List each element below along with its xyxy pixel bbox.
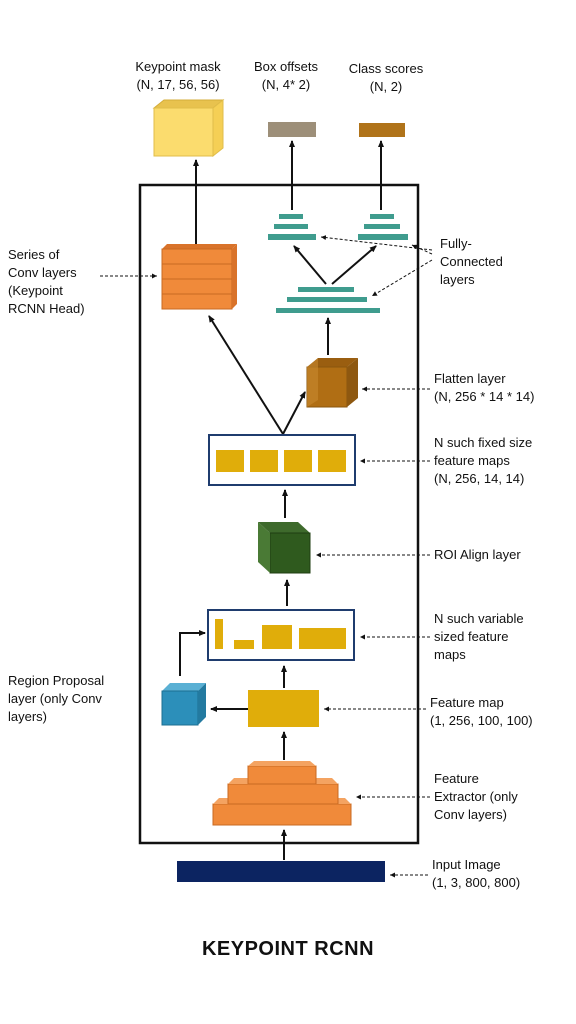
keypoint-mask-cube: [152, 98, 225, 158]
fixed-map-1: [216, 450, 244, 472]
variable-maps-line-2: sized feature: [434, 629, 509, 644]
fixed-maps-line-1: N such fixed size: [434, 435, 533, 450]
extractor-line-1: Feature: [434, 771, 479, 786]
keypoint-mask-title: Keypoint mask: [135, 59, 221, 74]
fixed-maps-label: N such fixed size feature maps (N, 256, …: [434, 434, 532, 488]
dash-fc-to-shared: [371, 259, 433, 297]
flatten-line-2: (N, 256 * 14 * 14): [434, 389, 535, 404]
arrow-fc-to-box-branch: [293, 245, 327, 285]
input-image-bar: [177, 861, 385, 882]
diagram-title: KEYPOINT RCNN: [201, 938, 375, 960]
fixed-map-2: [250, 450, 278, 472]
fc-line-3: layers: [440, 272, 475, 287]
fc-layers-class-branch: [358, 214, 408, 240]
box-offsets-output: [268, 122, 316, 137]
flatten-line-1: Flatten layer: [434, 371, 506, 386]
feature-extractor-pyramid: [212, 761, 352, 826]
input-image-line-2: (1, 3, 800, 800): [432, 875, 521, 890]
fixed-maps-line-3: (N, 256, 14, 14): [434, 471, 525, 486]
fc-line-1: Fully-: [440, 236, 472, 251]
region-proposal-label: Region Proposal layer (only Conv layers): [8, 672, 104, 726]
class-scores-shape: (N, 2): [369, 79, 403, 94]
rpn-line-2: layer (only Conv: [8, 691, 102, 706]
conv-head-line-2: Conv layers: [8, 265, 77, 280]
arrow-to-conv-head: [208, 315, 284, 435]
box-offsets-shape: (N, 4* 2): [261, 77, 311, 92]
fixed-maps-line-2: feature maps: [434, 453, 510, 468]
fixed-map-3: [284, 450, 312, 472]
feature-map-block: [248, 690, 319, 727]
rpn-line-3: layers): [8, 709, 48, 724]
variable-map-2: [234, 640, 254, 649]
variable-map-1: [215, 619, 223, 649]
fully-connected-label: Fully- Connected layers: [440, 235, 503, 289]
arrow-rpn-to-variable: [179, 630, 206, 676]
feature-map-line-1: Feature map: [430, 695, 504, 710]
input-image-label: Input Image (1, 3, 800, 800): [432, 856, 520, 892]
variable-maps-line-1: N such variable: [434, 611, 524, 626]
roi-align-cube: [258, 522, 311, 574]
variable-maps-label: N such variable sized feature maps: [434, 610, 524, 664]
class-scores-label: Class scores (N, 2): [334, 60, 438, 96]
rpn-line-1: Region Proposal: [8, 673, 105, 688]
input-image-line-1: Input Image: [432, 857, 501, 872]
roi-align-line-1: ROI Align layer: [434, 547, 521, 562]
variable-maps-line-3: maps: [434, 647, 466, 662]
variable-map-3: [262, 625, 292, 649]
keypoint-mask-shape: (N, 17, 56, 56): [136, 77, 220, 92]
conv-head-line-4: RCNN Head): [8, 301, 85, 316]
class-scores-output: [359, 123, 405, 137]
flatten-label: Flatten layer (N, 256 * 14 * 14): [434, 370, 534, 406]
keypoint-mask-label: Keypoint mask (N, 17, 56, 56): [108, 58, 248, 94]
conv-head-line-3: (Keypoint: [8, 283, 63, 298]
feature-map-label: Feature map (1, 256, 100, 100): [430, 694, 533, 730]
dash-fc-to-box: [320, 235, 433, 251]
roi-align-label: ROI Align layer: [434, 546, 521, 564]
flatten-cube: [306, 358, 358, 408]
fc-layers-box-branch: [268, 214, 316, 240]
variable-map-4: [299, 628, 346, 649]
extractor-line-3: Conv layers): [434, 807, 507, 822]
dash-fc-to-class: [411, 244, 433, 255]
arrow-fc-to-class-branch: [331, 245, 377, 285]
extractor-line-2: Extractor (only: [434, 789, 518, 804]
conv-head-line-1: Series of: [8, 247, 60, 262]
fc-line-2: Connected: [440, 254, 503, 269]
fc-layers-shared: [276, 287, 380, 313]
feature-map-line-2: (1, 256, 100, 100): [430, 713, 533, 728]
fixed-map-4: [318, 450, 346, 472]
class-scores-title: Class scores: [348, 61, 424, 76]
feature-extractor-label: Feature Extractor (only Conv layers): [434, 770, 518, 824]
keypoint-head-conv-stack: [161, 244, 237, 310]
arrow-to-flatten: [282, 391, 306, 435]
model-frame: [138, 183, 420, 845]
region-proposal-cube: [161, 683, 206, 726]
box-offsets-label: Box offsets (N, 4* 2): [236, 58, 336, 94]
box-offsets-title: Box offsets: [253, 59, 319, 74]
conv-head-label: Series of Conv layers (Keypoint RCNN Hea…: [8, 246, 85, 318]
